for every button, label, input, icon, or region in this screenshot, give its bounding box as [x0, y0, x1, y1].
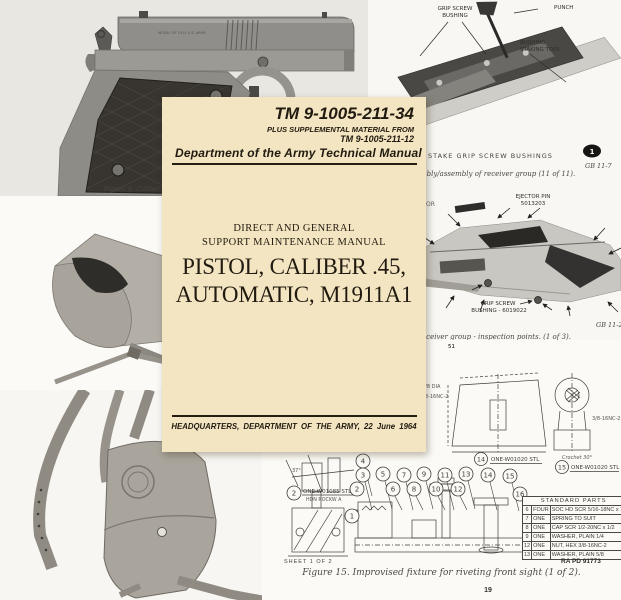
misc-sketches	[285, 454, 355, 493]
svg-text:4: 4	[361, 458, 366, 466]
svg-text:9: 9	[422, 471, 426, 479]
dim-2: 3/8-16NC-2	[592, 416, 620, 422]
staking-leader-lines	[419, 8, 567, 83]
svg-text:1: 1	[590, 148, 595, 156]
standard-parts-title: STANDARD PARTS	[521, 496, 621, 506]
sheet-label: SHEET 1 OF 2	[284, 559, 333, 565]
ejector-pin-label: EJECTOR PIN	[516, 194, 551, 200]
supplement-line2: TM 9-1005-211-12	[340, 134, 414, 144]
figure15-caption: Figure 15. Improvised fixture for riveti…	[302, 568, 581, 578]
subtitle-line2: SUPPORT MAINTENANCE MANUAL	[201, 237, 386, 248]
receiver-photo-illustration	[419, 201, 621, 304]
dim-0: 7/8 DIA	[422, 384, 441, 390]
fixture-figure: 51 7/8 DIA 3/8-16NC-2 3/8-16NC-2 37° 14 …	[285, 344, 620, 557]
callout-circles: 4 3 5 7 9 11 13 14 15 6 8 10 12 16 2 2 1	[286, 453, 528, 524]
inspection-arrows	[421, 207, 621, 317]
staking-tool-label: BUSHING	[520, 40, 545, 46]
punch-label: PUNCH	[554, 5, 573, 11]
inspection-caption: eceiver group - inspection points. (1 of…	[422, 333, 571, 341]
manual-cover: TM 9-1005-211-34 PLUS SUPPLEMENTAL MATER…	[162, 97, 426, 452]
svg-text:11: 11	[441, 472, 450, 480]
svg-text:15: 15	[506, 473, 515, 481]
staking-page: GRIP SCREW BUSHING PUNCH BUSHING STAKING…	[368, 0, 621, 190]
part14-detail-drawing	[447, 372, 547, 453]
slide-marking: MODEL OF 1911 U.S. ARMY	[158, 31, 207, 35]
svg-text:12: 12	[454, 486, 463, 494]
page-number: 19	[484, 587, 492, 594]
svg-text:13: 13	[462, 471, 471, 479]
subtitle-line1: DIRECT AND GENERAL	[233, 223, 355, 234]
dim-51: 51	[448, 344, 455, 350]
svg-text:5013203: 5013203	[521, 201, 546, 207]
shoulder-holster-illustration	[33, 386, 263, 600]
figure8-caption: Figure 8. Caliber .45 A	[104, 185, 180, 193]
inspection-figure: OR EJECTOR PIN 5013203	[419, 194, 621, 341]
part15-note: Crochet 30°	[562, 455, 593, 461]
svg-text:10: 10	[432, 486, 441, 494]
grip-screw-bushing-pn-label: GRIP SCREW	[481, 301, 516, 307]
part2-label: ONE-W01085 STL	[303, 489, 352, 495]
ra-pd-number: RA PD 91773	[561, 558, 601, 565]
svg-text:2: 2	[292, 490, 296, 498]
detail14-badge	[474, 452, 488, 466]
svg-text:BUSHING - 6019022: BUSHING - 6019022	[471, 308, 526, 314]
svg-text:2: 2	[355, 486, 359, 494]
gb-ref-1: GB 11-7	[585, 162, 613, 170]
cover-rule-bottom	[172, 415, 417, 417]
fixture-front-view	[288, 491, 348, 557]
cutoff-label-fragment: OR	[426, 201, 435, 208]
svg-text:15: 15	[558, 464, 566, 472]
svg-text:8: 8	[412, 486, 416, 494]
svg-text:1: 1	[350, 513, 354, 521]
title-line1: PISTOL, CALIBER .45,	[182, 254, 406, 279]
svg-text:5: 5	[381, 471, 385, 479]
svg-text:16: 16	[516, 491, 525, 499]
svg-text:6: 6	[391, 486, 396, 494]
part2-note: HDN ROCKW A	[306, 497, 342, 503]
part15-detail-drawing	[553, 373, 591, 452]
step-text: STAKE GRIP SCREW BUSHINGS	[428, 152, 553, 160]
svg-text:7: 7	[402, 472, 406, 480]
shoulder-holster-photo	[33, 386, 263, 600]
svg-text:3: 3	[361, 472, 365, 480]
cover-footer: HEADQUARTERS, DEPARTMENT OF THE ARMY, 22…	[171, 422, 417, 431]
tm-number: TM 9-1005-211-34	[274, 104, 414, 123]
detail15-badge	[555, 460, 569, 474]
dim-3: 37°	[292, 468, 301, 474]
staking-caption: mbly/assembly of receiver group (11 of 1…	[420, 170, 575, 178]
department-line: Department of the Army Technical Manual	[175, 146, 422, 160]
cover-rule-top	[172, 163, 417, 165]
part15-label: ONE-W01020 STL	[571, 465, 620, 471]
step-number-badge	[583, 144, 601, 158]
title-line2: AUTOMATIC, M1911A1	[175, 282, 413, 307]
svg-text:STAKING TOOL: STAKING TOOL	[520, 47, 562, 53]
dim-1: 3/8-16NC-2	[420, 394, 448, 400]
svg-text:14: 14	[484, 472, 493, 480]
supplement-line1: PLUS SUPPLEMENTAL MATERIAL FROM	[267, 125, 414, 134]
grip-screw-bushing-label: GRIP SCREW	[438, 6, 473, 12]
gb-ref-2: GB 11-2	[596, 321, 621, 329]
svg-text:BUSHING: BUSHING	[442, 13, 467, 19]
svg-text:14: 14	[477, 456, 485, 464]
inspection-page: OR EJECTOR PIN 5013203	[419, 190, 621, 345]
part14-label: ONE-W01020 STL	[491, 457, 540, 463]
